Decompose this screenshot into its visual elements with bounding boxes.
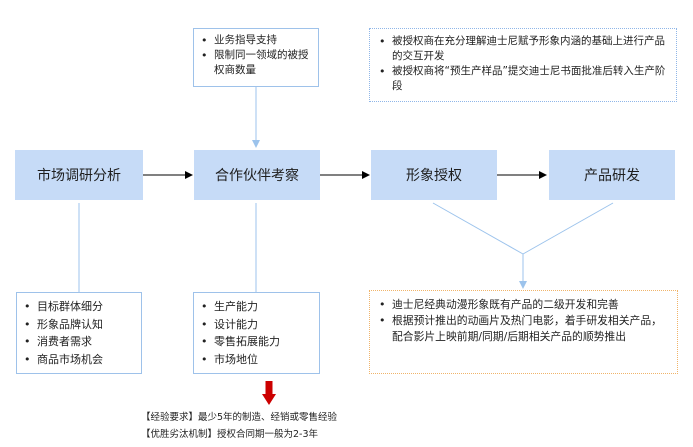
note-item: 消费者需求 [21,333,137,351]
note-partner-criteria: 生产能力 设计能力 零售拓展能力 市场地位 [193,292,320,374]
note-item: 目标群体细分 [21,298,137,316]
note-item: 业务指导支持 [198,33,314,48]
note-item: 限制同一领域的被授权商数量 [198,48,314,78]
note-item: 商品市场机会 [21,351,137,369]
connector-v-right [522,202,614,255]
stage-label: 产品研发 [584,168,640,184]
note-item: 根据预计推出的动画片及热门电影，着手研发相关产品，配合影片上映前期/同期/后期相… [376,313,671,345]
stage-partner-review: 合作伙伴考察 [194,150,320,200]
footer-experience: 【经验要求】最少5年的制造、经销或零售经验 [141,412,338,423]
connector-v-left [432,202,524,255]
stage-product-dev: 产品研发 [549,150,675,200]
stage-label: 合作伙伴考察 [215,168,299,184]
note-item: 迪士尼经典动漫形象既有产品的二级开发和完善 [376,297,671,313]
note-item: 形象品牌认知 [21,316,137,334]
note-item: 零售拓展能力 [198,333,315,351]
note-licensing: 被授权商在充分理解迪士尼赋予形象内涵的基础上进行产品的交互开发 被授权商将“预生… [369,28,677,102]
note-item: 设计能力 [198,316,315,334]
note-item: 生产能力 [198,298,315,316]
note-market-research: 目标群体细分 形象品牌认知 消费者需求 商品市场机会 [16,292,142,374]
footer-elimination: 【优胜劣汰机制】授权合同期一般为2-3年 [141,429,319,440]
note-item: 被授权商在充分理解迪士尼赋予形象内涵的基础上进行产品的交互开发 [376,34,670,64]
note-item: 市场地位 [198,351,315,369]
note-product-dev: 迪士尼经典动漫形象既有产品的二级开发和完善 根据预计推出的动画片及热门电影，着手… [369,290,678,374]
red-down-arrow-icon [262,381,276,405]
stage-licensing: 形象授权 [371,150,497,200]
stage-label: 市场调研分析 [37,168,121,184]
stage-market-research: 市场调研分析 [15,150,143,200]
note-partner-support: 业务指导支持 限制同一领域的被授权商数量 [193,28,319,87]
note-item: 被授权商将“预生产样品”提交迪士尼书面批准后转入生产阶段 [376,64,670,94]
stage-label: 形象授权 [406,168,462,184]
